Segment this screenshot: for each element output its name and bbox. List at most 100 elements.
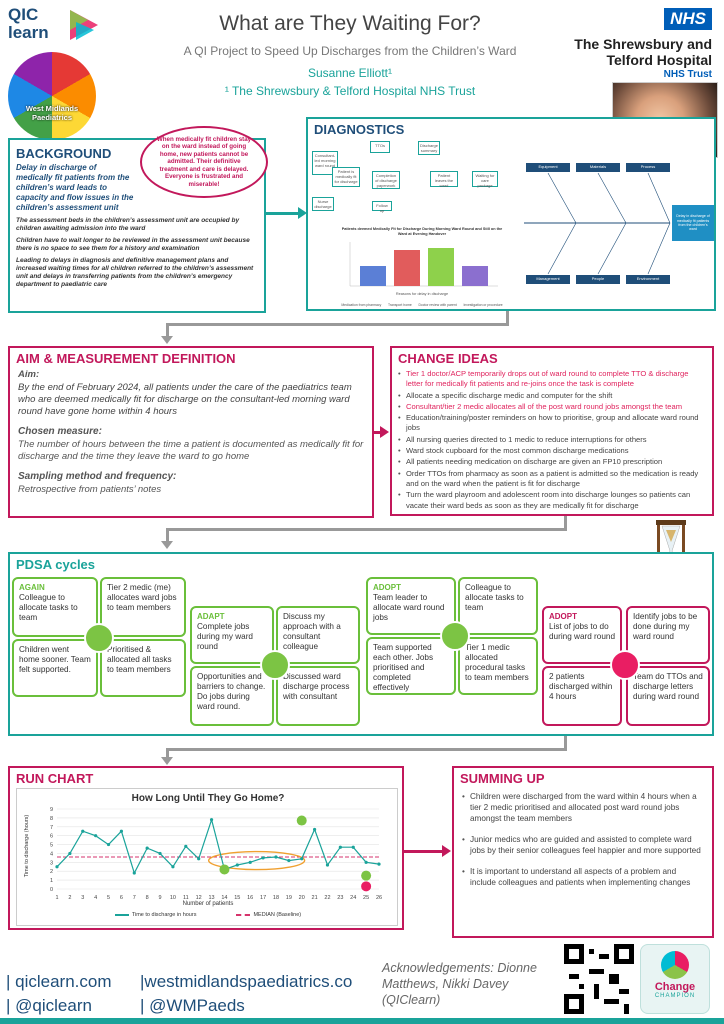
connector-3-v2: [166, 748, 169, 758]
pdsa-c1-do: Tier 2 medic (me) allocates ward jobs to…: [100, 577, 186, 637]
summing-up-list: Children were discharged from the ward w…: [454, 789, 712, 891]
connector-3-h: [166, 748, 567, 751]
data-point: [119, 829, 123, 833]
data-point: [235, 863, 239, 867]
data-point: [364, 860, 368, 864]
x-tick-label: 8: [146, 895, 149, 901]
background-title: BACKGROUND: [16, 146, 112, 161]
summing-up-item: Junior medics who are guided and assiste…: [462, 834, 704, 856]
background-intro: Delay in discharge of medically fit pati…: [16, 163, 134, 212]
diag-chart-svg: [349, 242, 498, 287]
qic-logo-text: QIC learn: [8, 5, 49, 42]
pdsa-c1-plan: AGAIN Colleague to allocate tasks to tea…: [12, 577, 98, 637]
change-idea-item: All patients needing medication on disch…: [398, 457, 706, 468]
speech-bubble: When medically fit children stay on the …: [140, 126, 268, 198]
pdsa-c1-plan-text: Colleague to allocate tasks to team: [19, 593, 78, 622]
measure-text: The number of hours between the time a p…: [18, 439, 364, 462]
diag-legend-4: Investigation or procedure: [463, 303, 503, 307]
pdsa-c1-act-text: Children went home sooner. Team felt sup…: [19, 645, 91, 674]
qic-logo-icon: [70, 10, 98, 40]
connector-2-head: [161, 541, 173, 549]
aim-title: AIM & MEASUREMENT DEFINITION: [16, 351, 236, 366]
diagnostics-title: DIAGNOSTICS: [314, 122, 405, 137]
fishbone-lines: [524, 172, 671, 275]
flow-box-1: Consultant-led morning ward round: [312, 151, 338, 175]
pdsa-c3-study: Tier 1 medic allocated procedural tasks …: [458, 637, 538, 695]
acknowledgements: Acknowledgements: Dionne Matthews, Nikki…: [382, 961, 537, 1007]
data-point: [132, 871, 136, 875]
arrow-run-to-sum: [404, 850, 444, 853]
x-tick-label: 19: [286, 895, 292, 901]
change-idea-item: Ward stock cupboard for the most common …: [398, 446, 706, 457]
pdsa-c2-label: ADAPT: [197, 612, 225, 621]
y-tick-label: 5: [50, 843, 53, 849]
flow-box-3: TTOs: [370, 141, 390, 153]
diag-bar-2: [394, 250, 420, 287]
x-tick-label: 3: [81, 895, 84, 901]
diag-legend-2: Transport home: [387, 303, 412, 307]
aim-text: By the end of February 2024, all patient…: [18, 382, 352, 417]
data-point: [171, 865, 175, 869]
legend-series-swatch: [114, 913, 129, 916]
diag-bar-3: [428, 248, 454, 287]
pdsa-c4-plan-text: List of jobs to do during ward round: [549, 622, 615, 641]
connector-1-h: [166, 323, 509, 326]
run-chart-heading: How Long Until They Go Home?: [131, 793, 285, 804]
speech-bubble-text: When medically fit children stay on the …: [156, 136, 252, 188]
legend-median-label: MEDIAN (Baseline): [253, 912, 302, 918]
background-p1: The assessment beds in the children’s as…: [16, 217, 240, 232]
pdsa-c2-do: Discuss my approach with a consultant co…: [276, 606, 360, 664]
pdsa-c4-act-text: 2 patients discharged within 4 hours: [549, 672, 613, 701]
data-point: [68, 851, 72, 856]
pdsa-c4-label: ADOPT: [549, 612, 577, 621]
pdsa-c3-plan-text: Team leader to allocate ward round jobs: [373, 593, 445, 622]
pdsa-c4-study: Team do TTOs and discharge letters durin…: [626, 666, 710, 726]
pdsa-c3-act: Team supported each other. Jobs prioriti…: [366, 637, 456, 695]
bottom-band: [0, 1018, 724, 1024]
pdsa-c3-study-text: Tier 1 medic allocated procedural tasks …: [465, 643, 529, 682]
fish-hdr-process: Process: [626, 163, 670, 172]
series-line: [56, 817, 380, 875]
pdsa-c4-do-text: Identify jobs to be done during my ward …: [633, 612, 698, 641]
arrow-bg-to-diag: [266, 212, 302, 215]
change-idea-item: Tier 1 doctor/ACP temporarily drops out …: [398, 369, 706, 390]
pdsa-c2-plan-text: Complete jobs during my ward round: [197, 622, 253, 651]
author: Susanne Elliott¹: [307, 66, 393, 80]
data-point: [377, 862, 381, 866]
run-chart-ylabel: Time to discharge (hours): [24, 814, 30, 878]
data-point: [209, 818, 214, 822]
pdsa-c4-do: Identify jobs to be done during my ward …: [626, 606, 710, 664]
nhs-trust-line1: The Shrewsbury and: [574, 36, 712, 52]
arrow-aim-to-ideas-head: [380, 426, 389, 438]
background-panel: BACKGROUND Delay in discharge of medical…: [8, 138, 266, 313]
affiliation: ¹ The Shrewsbury & Telford Hospital NHS …: [224, 84, 476, 98]
x-tick-label: 15: [234, 895, 240, 901]
data-point: [325, 863, 330, 867]
y-tick-label: 2: [50, 869, 53, 875]
fish-hdr-materials: Materials: [576, 163, 620, 172]
pdsa-title: PDSA cycles: [16, 557, 96, 572]
y-tick-label: 9: [50, 807, 53, 813]
run-chart-panel: RUN CHART How Long Until They Go Home? 0…: [8, 766, 404, 930]
change-champion-subtext: CHAMPION: [654, 993, 696, 999]
legend-series: Time to discharge in hours: [114, 912, 196, 918]
footer-link-wmp-twitter[interactable]: | @WMPaeds: [140, 996, 245, 1015]
footer-link-qiclearn-twitter[interactable]: | @qiclearn: [6, 996, 92, 1015]
x-tick-label: 25: [363, 895, 369, 901]
change-idea-item: Turn the ward playroom and adolescent ro…: [398, 490, 706, 511]
diagnostics-panel: DIAGNOSTICS Consultant-led morning ward …: [306, 117, 716, 311]
x-tick-label: 24: [350, 895, 356, 901]
pdsa-cycle-icon-1: [84, 623, 114, 653]
footer-link-wmp[interactable]: |westmidlandspaediatrics.co: [140, 972, 353, 991]
data-point: [338, 845, 342, 849]
footer-link-qiclearn[interactable]: | qiclearn.com: [6, 972, 112, 991]
aim-panel: AIM & MEASUREMENT DEFINITION Aim: By the…: [8, 346, 374, 518]
change-idea-item: Order TTOs from pharmacy as soon as a pa…: [398, 469, 706, 490]
fish-head-text: Delay in discharge of medically fit pati…: [676, 214, 710, 232]
pdsa-cycle-icon-4: [610, 650, 640, 680]
diag-legend-1: Medication from pharmacy: [341, 303, 382, 307]
measure-label: Chosen measure:: [18, 426, 102, 437]
x-tick-label: 7: [133, 895, 136, 901]
